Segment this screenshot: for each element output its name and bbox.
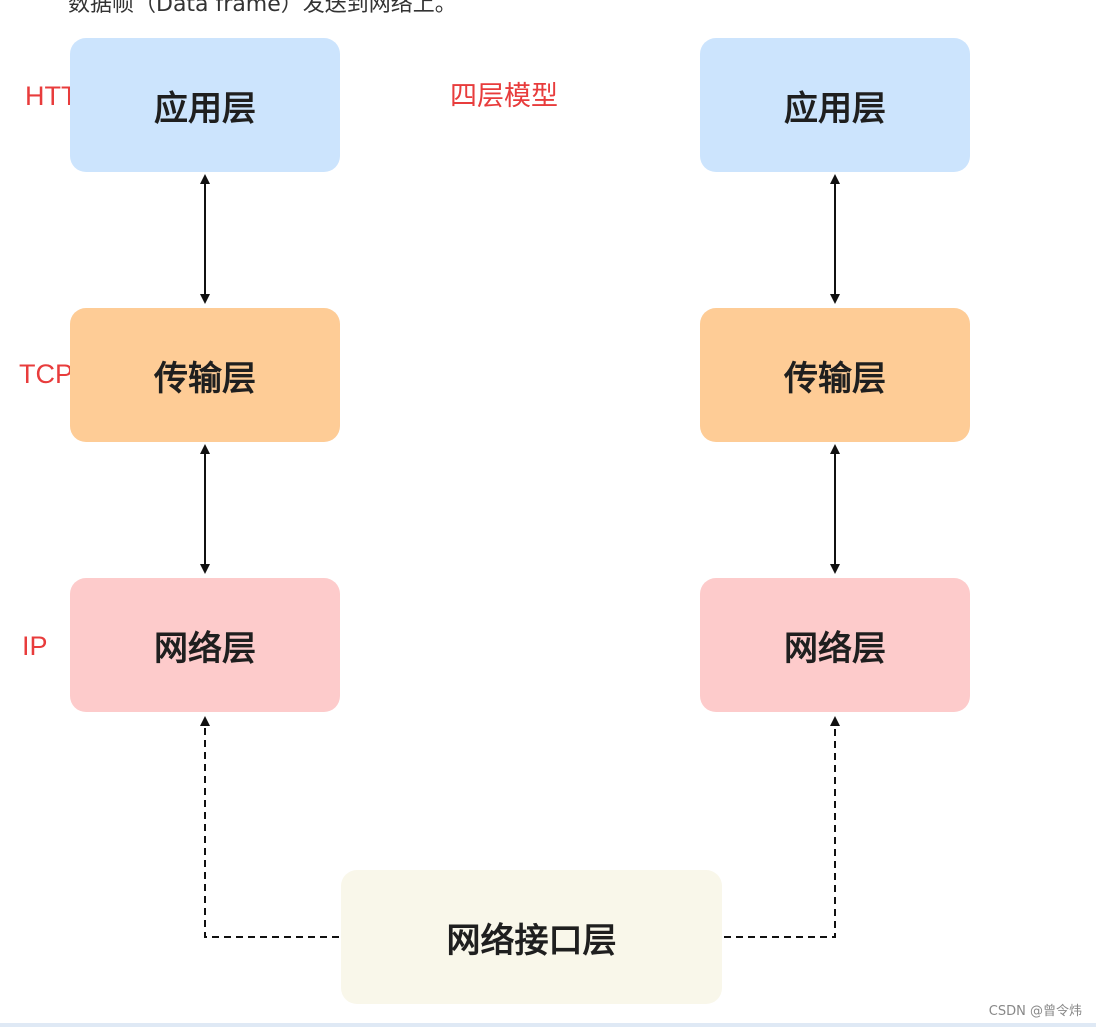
left-network-layer-box: 网络层 [70,578,340,712]
bottom-bar [0,1023,1096,1027]
right-network-layer-box: 网络层 [700,578,970,712]
diagram-title: 四层模型 [450,81,558,111]
right-application-layer-box: 应用层 [700,38,970,172]
ip-label: IP [22,631,48,661]
left-application-layer-box: 应用层 [70,38,340,172]
tcp-label: TCP [19,359,73,389]
top-partial-text: 数据帧（Data frame）发送到网络上。 [68,0,457,17]
csdn-watermark: CSDN @曾令炜 [988,1004,1082,1019]
right-dashed-connector [724,716,840,938]
left-transport-layer-box: 传输层 [70,308,340,442]
network-interface-layer-box: 网络接口层 [341,870,722,1004]
left-dashed-connector [200,716,339,938]
right-transport-layer-box: 传输层 [700,308,970,442]
